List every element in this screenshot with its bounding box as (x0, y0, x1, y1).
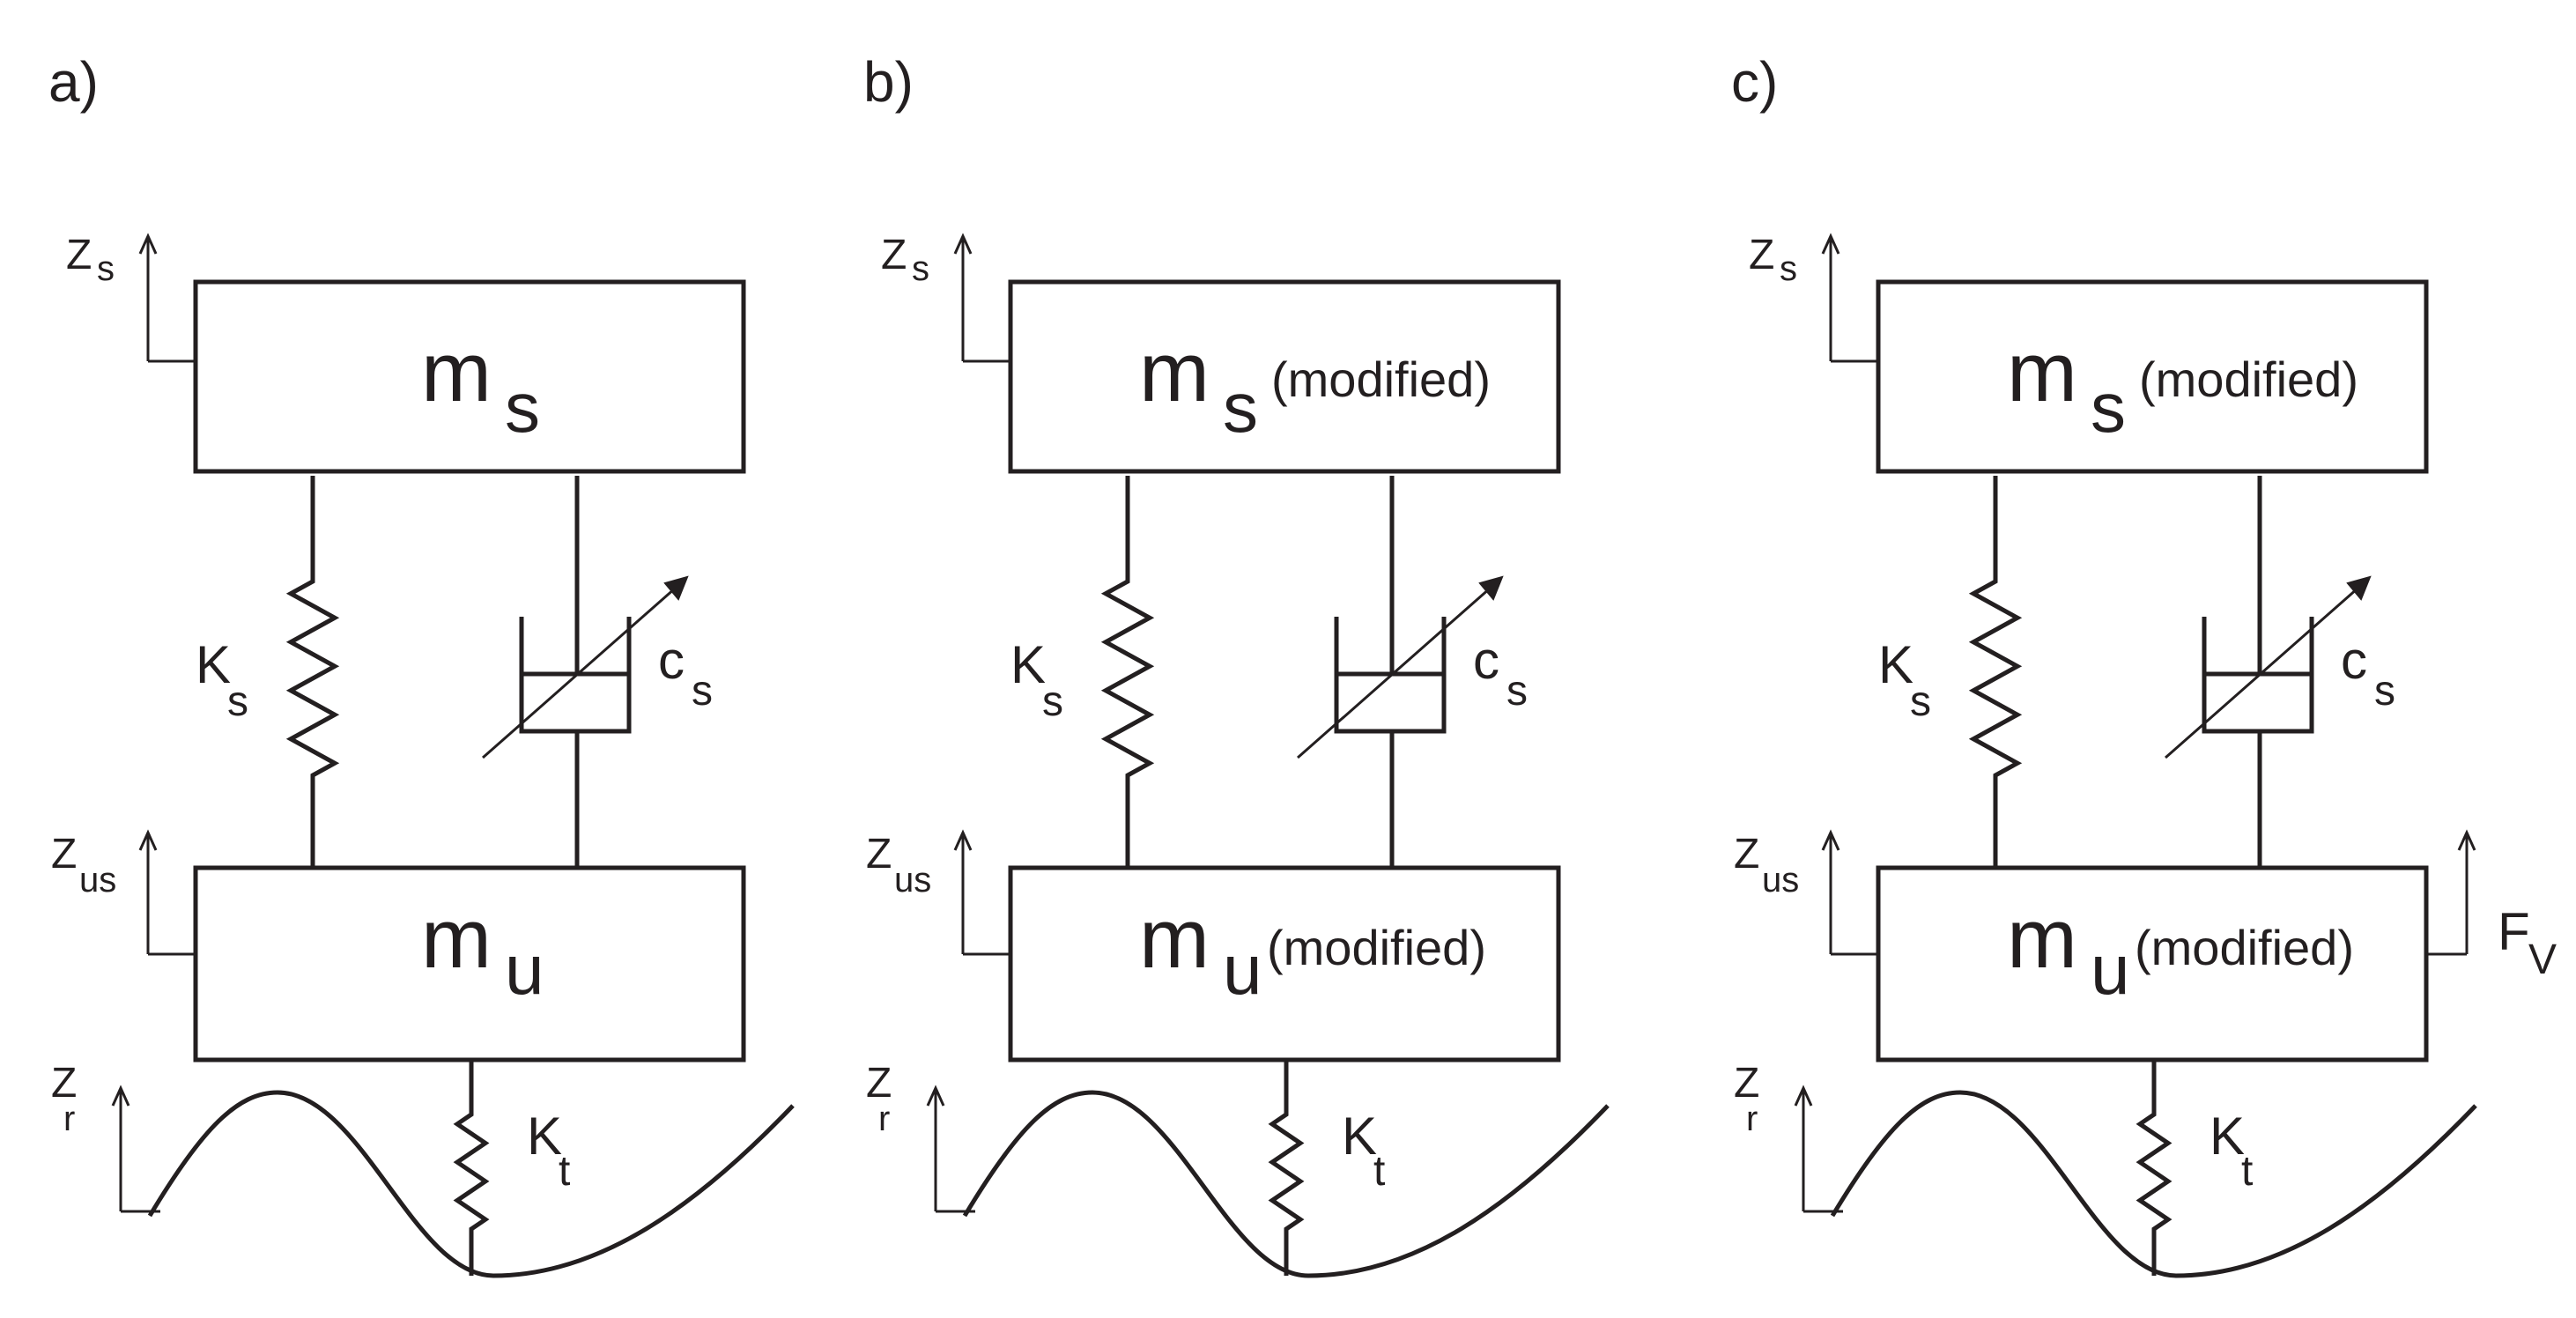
sprung-mass-subscript: s (1223, 368, 1258, 447)
z-sprung-subscript: s (1780, 249, 1797, 288)
z-road-subscript: r (1746, 1100, 1758, 1138)
z-unsprung-symbol: Z (866, 831, 892, 877)
spring-subscript: s (1910, 678, 1931, 725)
tire-symbol: K (2210, 1107, 2245, 1166)
sprung-mass-symbol: m (1139, 325, 1210, 419)
suspension-spring (285, 476, 340, 868)
z-road-arrow-head (111, 1085, 130, 1107)
panel-label: b) (863, 50, 914, 114)
variable-damper-arrow (482, 580, 684, 759)
damper-symbol: c (1473, 631, 1499, 690)
tire-symbol: K (1342, 1107, 1377, 1166)
z-unsprung-symbol: Z (51, 831, 77, 877)
sprung-mass-note: (modified) (2139, 352, 2358, 407)
variable-damper-arrow (2165, 580, 2366, 759)
spring-subscript: s (1042, 678, 1063, 725)
sprung-mass-symbol: m (2007, 325, 2077, 419)
damper-subscript: s (2374, 668, 2395, 715)
z-road-arrow-head (1794, 1085, 1813, 1107)
tire-spring (453, 1060, 490, 1276)
force-subscript: V (2528, 937, 2557, 983)
z-unsprung-arrow-head (953, 829, 973, 851)
tire-subscript: t (559, 1148, 570, 1195)
unsprung-mass-note: (modified) (2135, 920, 2354, 975)
panel-label: c) (1731, 50, 1778, 114)
damper-symbol: c (2341, 631, 2367, 690)
force-symbol: F (2498, 902, 2530, 961)
damper-subscript: s (1506, 668, 1528, 715)
z-sprung-symbol: Z (1749, 232, 1774, 278)
z-road-subscript: r (63, 1100, 75, 1138)
z-unsprung-arrow-head (1821, 829, 1840, 851)
variable-damper-arrowhead (1478, 575, 1504, 601)
road-profile (147, 1090, 795, 1278)
z-unsprung-arrow-head (138, 829, 158, 851)
suspension-spring (1968, 476, 2023, 868)
sprung-mass-box (1008, 279, 1561, 474)
variable-damper-arrowhead (2346, 575, 2372, 601)
tire-subscript: t (1373, 1148, 1385, 1195)
force-arrow-head (2457, 829, 2476, 851)
sprung-mass-subscript: s (505, 368, 540, 447)
unsprung-mass-box (1008, 865, 1561, 1063)
spring-symbol: K (1010, 635, 1046, 694)
unsprung-mass-box (1876, 865, 2429, 1063)
z-unsprung-subscript: us (79, 861, 116, 900)
z-sprung-arrow-head (1821, 233, 1840, 255)
z-road-symbol: Z (866, 1060, 892, 1107)
unsprung-mass-note: (modified) (1267, 920, 1486, 975)
road-profile (962, 1090, 1610, 1278)
panel-label: a) (48, 50, 99, 114)
unsprung-mass-subscript: u (1223, 930, 1262, 1009)
variable-damper-arrowhead (663, 575, 689, 601)
z-sprung-arrow-head (953, 233, 973, 255)
z-unsprung-subscript: us (894, 861, 931, 900)
sprung-mass-symbol: m (421, 325, 492, 419)
z-sprung-subscript: s (912, 249, 929, 288)
tire-spring (2136, 1060, 2173, 1276)
tire-symbol: K (527, 1107, 562, 1166)
suspension-spring (1100, 476, 1155, 868)
unsprung-mass-subscript: u (2091, 930, 2130, 1009)
z-sprung-arrow-head (138, 233, 158, 255)
z-road-arrow-head (926, 1085, 945, 1107)
unsprung-mass-box (193, 865, 746, 1063)
sprung-mass-note: (modified) (1271, 352, 1491, 407)
z-unsprung-subscript: us (1762, 861, 1799, 900)
unsprung-mass-subscript: u (505, 930, 544, 1009)
z-road-symbol: Z (1734, 1060, 1759, 1107)
tire-subscript: t (2241, 1148, 2253, 1195)
z-road-subscript: r (878, 1100, 890, 1138)
z-unsprung-symbol: Z (1734, 831, 1759, 877)
road-profile (1830, 1090, 2477, 1278)
sprung-mass-box (1876, 279, 2429, 474)
damper-symbol: c (658, 631, 685, 690)
z-sprung-symbol: Z (66, 232, 92, 278)
sprung-mass-box (193, 279, 746, 474)
unsprung-mass-symbol: m (421, 892, 492, 986)
damper-subscript: s (692, 668, 713, 715)
unsprung-mass-symbol: m (2007, 892, 2077, 986)
spring-symbol: K (1878, 635, 1913, 694)
z-road-symbol: Z (51, 1060, 77, 1107)
spring-subscript: s (227, 678, 248, 725)
z-sprung-subscript: s (97, 249, 115, 288)
unsprung-mass-symbol: m (1139, 892, 1210, 986)
sprung-mass-subscript: s (2091, 368, 2126, 447)
spring-symbol: K (196, 635, 231, 694)
tire-spring (1268, 1060, 1305, 1276)
z-sprung-symbol: Z (881, 232, 907, 278)
variable-damper-arrow (1297, 580, 1499, 759)
